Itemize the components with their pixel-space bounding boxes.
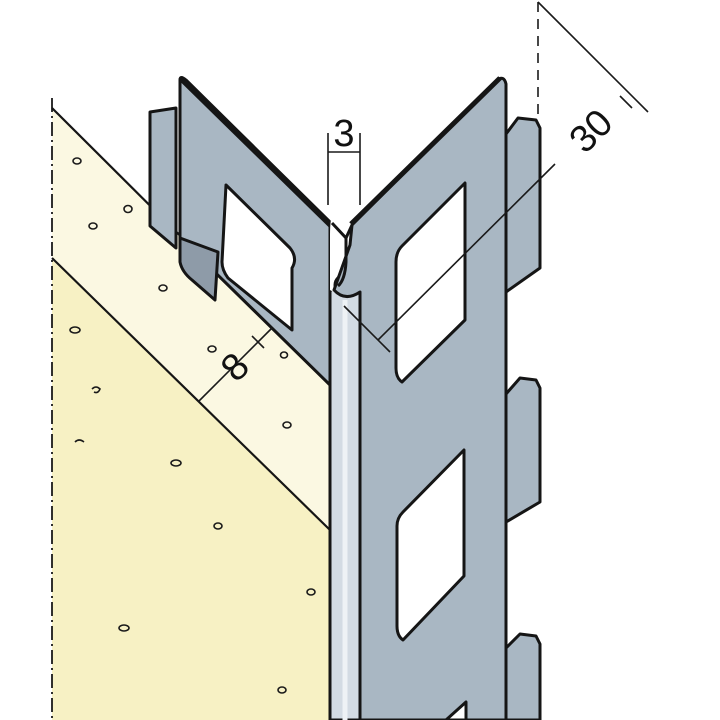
dim-flange-label: 30 — [562, 102, 622, 162]
left-flange-tab — [148, 106, 178, 250]
dim-flange-tick — [619, 95, 633, 109]
left-flange-top-edge — [179, 77, 333, 228]
dim-flange-ext-bottom — [343, 305, 391, 353]
render-layer — [52, 258, 330, 720]
dim-depth-tick — [251, 335, 265, 349]
plaster-aggregate — [69, 157, 316, 694]
right-flange-tab-3 — [504, 632, 542, 720]
dim-flange-leader — [377, 163, 556, 341]
dim-depth-line — [197, 327, 273, 403]
dim-flange-line — [537, 1, 649, 113]
dim-gap-label: 3 — [333, 113, 354, 155]
bead-slot-right — [344, 224, 354, 239]
bead-slot — [330, 221, 348, 288]
right-flange-perforation-2 — [395, 448, 466, 642]
left-flange-perforation — [220, 183, 297, 332]
plaster-layer — [52, 108, 330, 530]
right-flange-top-edge — [349, 76, 502, 226]
left-flange-tongue — [178, 236, 220, 302]
right-flange-perforation-3 — [444, 700, 468, 720]
right-flange-perforation-1 — [394, 181, 467, 384]
right-flange-tab-1 — [504, 116, 542, 294]
render-top-edge — [51, 257, 331, 531]
right-flange-tab-2 — [504, 376, 542, 524]
